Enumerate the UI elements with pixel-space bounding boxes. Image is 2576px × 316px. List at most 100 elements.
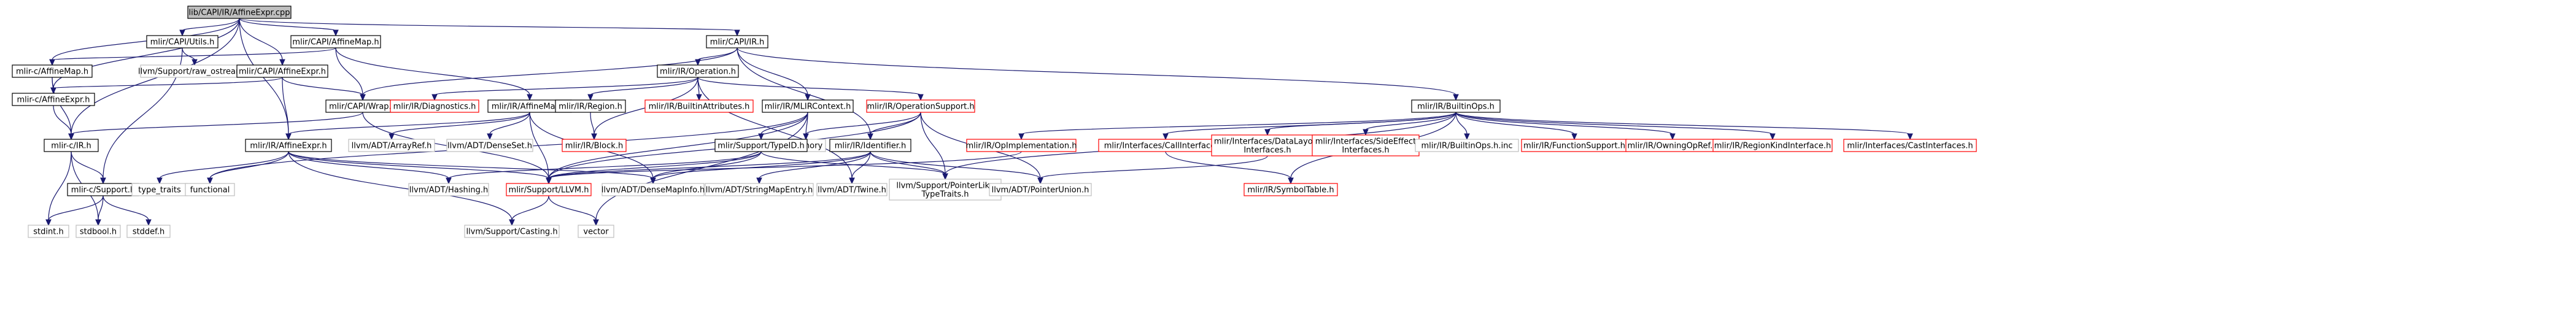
- node-label: mlir/IR/OpImplementation.h: [966, 142, 1077, 151]
- node-root[interactable]: lib/CAPI/IR/AffineExpr.cpp: [187, 6, 292, 19]
- node-label: mlir/IR/Operation.h: [660, 67, 736, 77]
- node-support_llvm[interactable]: mlir/Support/LLVM.h: [506, 183, 592, 196]
- node-type_traits: type_traits: [131, 183, 188, 196]
- node-label: llvm/ADT/DenseMapInfo.h: [601, 186, 705, 195]
- node-stdint: stdint.h: [28, 225, 69, 238]
- node-ir_diagnostics[interactable]: mlir/IR/Diagnostics.h: [390, 99, 479, 113]
- edge-ir_operation-to-ir_region: [587, 77, 698, 101]
- node-label: mlir/IR/Identifier.h: [835, 142, 907, 151]
- node-vector: vector: [578, 225, 614, 238]
- node-label: lib/CAPI/IR/AffineExpr.cpp: [189, 9, 290, 18]
- node-stddef: stddef.h: [126, 225, 171, 238]
- node-capi_affinemap[interactable]: mlir/CAPI/AffineMap.h: [290, 35, 381, 48]
- node-label: TypeTraits.h: [921, 190, 969, 199]
- node-label: mlir/Interfaces/DataLayout: [1214, 137, 1321, 147]
- node-label: llvm/Support/Casting.h: [466, 228, 557, 237]
- edge-ir_affineexpr-to-functional: [207, 151, 289, 185]
- edge-support_llvm-to-casting: [509, 195, 549, 226]
- edge-ir_affinemap-to-arrayref: [389, 112, 530, 141]
- node-label: Interfaces.h: [1342, 146, 1389, 155]
- node-label: mlir/CAPI/AffineExpr.h: [239, 67, 326, 77]
- node-ir_builtinops[interactable]: mlir/IR/BuiltinOps.h: [1411, 99, 1501, 113]
- edge-mlirc_ir-to-mlirc_support: [71, 151, 106, 185]
- edge-support_typeid-to-hashing: [446, 151, 762, 185]
- edge-ir_affinemap-to-ir_affineexpr: [285, 112, 530, 141]
- node-mlirc_affinemap[interactable]: mlir-c/AffineMap.h: [12, 64, 93, 78]
- node-label: mlir-c/Support.h: [71, 186, 135, 195]
- node-label: mlir/IR/AffineExpr.h: [250, 142, 327, 151]
- node-regionkindinterface[interactable]: mlir/IR/RegionKindInterface.h: [1712, 139, 1833, 152]
- node-stdbool: stdbool.h: [75, 225, 121, 238]
- edge-ir_operation-to-twine: [697, 77, 855, 185]
- node-ir_affineexpr[interactable]: mlir/IR/AffineExpr.h: [245, 139, 332, 152]
- node-capi_utils[interactable]: mlir/CAPI/Utils.h: [146, 35, 219, 48]
- node-label: llvm/ADT/PointerUnion.h: [992, 186, 1089, 195]
- node-capi_wrap[interactable]: mlir/CAPI/Wrap.h: [325, 99, 400, 113]
- edge-ir_identifier-to-pointerliketypetraits: [870, 151, 948, 180]
- edge-ir_builtinops-to-functionsupport: [1455, 112, 1577, 141]
- node-label: llvm/Support/PointerLike: [896, 182, 994, 191]
- edge-ir_builtinops-to-owningopref: [1455, 112, 1676, 141]
- node-label: mlir/Support/LLVM.h: [509, 186, 589, 195]
- edge-ir_operationsupport-to-memory: [803, 112, 921, 141]
- edge-support_llvm-to-vector: [548, 195, 599, 226]
- node-label: mlir-c/IR.h: [51, 142, 91, 151]
- node-mlirc_affineexpr[interactable]: mlir-c/AffineExpr.h: [12, 93, 95, 106]
- edge-ir_affineexpr-to-type_traits: [157, 151, 289, 185]
- edge-root-to-capi_affinemap: [239, 18, 339, 37]
- edge-capi_affinemap-to-capi_wrap: [335, 47, 366, 101]
- edge-ir_builtinops-to-regionkindinterface: [1455, 112, 1776, 141]
- node-ir_builtinattributes[interactable]: mlir/IR/BuiltinAttributes.h: [644, 99, 754, 113]
- node-symboltable[interactable]: mlir/IR/SymbolTable.h: [1244, 183, 1338, 196]
- node-pointerunion: llvm/ADT/PointerUnion.h: [989, 183, 1092, 196]
- node-builtinops_inc: mlir/IR/BuiltinOps.h.inc: [1415, 139, 1519, 152]
- node-label: llvm/ADT/StringMapEntry.h: [706, 186, 813, 195]
- node-label: mlir/IR/BuiltinAttributes.h: [649, 102, 750, 112]
- node-ir_region[interactable]: mlir/IR/Region.h: [555, 99, 626, 113]
- node-label: llvm/Support/raw_ostream.h: [138, 67, 251, 77]
- edge-ir_identifier-to-twine: [849, 151, 871, 185]
- node-ir_mlircontext[interactable]: mlir/IR/MLIRContext.h: [762, 99, 854, 113]
- edge-ir_opimplementation-to-support_llvm: [546, 151, 1022, 185]
- node-functionsupport[interactable]: mlir/IR/FunctionSupport.h: [1521, 139, 1628, 152]
- node-ir_opimplementation[interactable]: mlir/IR/OpImplementation.h: [966, 139, 1077, 152]
- node-mlirc_support[interactable]: mlir-c/Support.h: [67, 183, 139, 196]
- node-hashing: llvm/ADT/Hashing.h: [408, 183, 489, 196]
- node-capi_affineexpr[interactable]: mlir/CAPI/AffineExpr.h: [236, 64, 328, 78]
- node-label: stdbool.h: [80, 228, 117, 237]
- node-ir_identifier[interactable]: mlir/IR/Identifier.h: [829, 139, 911, 152]
- edge-ir_operationsupport-to-ir_identifier: [867, 112, 921, 141]
- edge-ir_mlircontext-to-support_typeid: [758, 112, 808, 141]
- node-label: mlir/IR/MLIRContext.h: [765, 102, 851, 112]
- node-label: llvm/ADT/ArrayRef.h: [352, 142, 432, 151]
- node-label: type_traits: [138, 186, 181, 195]
- edge-ir_identifier-to-densemapinfo: [650, 151, 871, 185]
- edge-ir_builtinops-to-datalayoutinterfaces: [1264, 112, 1456, 136]
- edge-root-to-capi_affineexpr: [239, 18, 285, 66]
- node-label: llvm/ADT/Hashing.h: [409, 186, 488, 195]
- node-mlirc_ir[interactable]: mlir-c/IR.h: [44, 139, 99, 152]
- node-label: mlir/IR/FunctionSupport.h: [1523, 142, 1625, 151]
- node-capi_ir[interactable]: mlir/CAPI/IR.h: [706, 35, 768, 48]
- edge-datalayoutinterfaces-to-pointerunion: [1037, 155, 1268, 185]
- node-castinterfaces[interactable]: mlir/Interfaces/CastInterfaces.h: [1843, 139, 1977, 152]
- node-owningopref[interactable]: mlir/IR/OwningOpRef.h: [1625, 139, 1720, 152]
- node-ir_block[interactable]: mlir/IR/Block.h: [562, 139, 627, 152]
- node-label: mlir/IR/AffineMap.h: [492, 102, 568, 112]
- node-support_typeid[interactable]: mlir/Support/TypeID.h: [714, 139, 808, 152]
- node-layer: lib/CAPI/IR/AffineExpr.cpp mlir/CAPI/Util…: [12, 6, 1977, 238]
- node-stringmapentry: llvm/ADT/StringMapEntry.h: [705, 183, 814, 196]
- node-twine: llvm/ADT/Twine.h: [816, 183, 888, 196]
- node-label: mlir/IR/Diagnostics.h: [393, 102, 476, 112]
- node-ir_operation[interactable]: mlir/IR/Operation.h: [657, 64, 739, 78]
- edge-mlirc_support-to-stdint: [45, 195, 104, 226]
- node-casting: llvm/Support/Casting.h: [464, 225, 560, 238]
- node-ir_operationsupport[interactable]: mlir/IR/OperationSupport.h: [866, 99, 975, 113]
- node-label: llvm/ADT/DenseSet.h: [447, 142, 532, 151]
- node-callinterfaces[interactable]: mlir/Interfaces/CallInterfaces.h: [1098, 139, 1233, 152]
- node-denseset: llvm/ADT/DenseSet.h: [446, 139, 533, 152]
